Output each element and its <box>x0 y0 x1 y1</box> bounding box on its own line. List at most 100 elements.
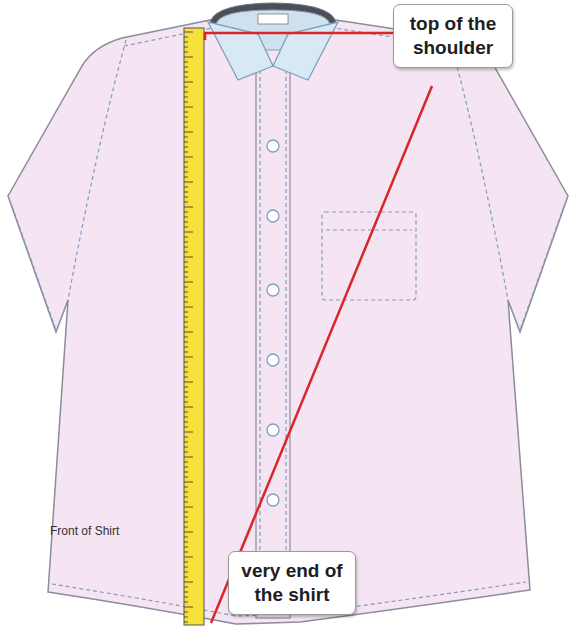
tape-tick <box>184 97 188 98</box>
tape-tick <box>184 37 188 38</box>
tape-tick <box>184 272 188 273</box>
pocket <box>322 212 416 300</box>
tape-tick <box>184 102 188 103</box>
tape-tick <box>184 302 188 303</box>
pocket-seam <box>326 229 412 230</box>
tape-tick <box>184 482 193 483</box>
tape-tick <box>184 367 188 368</box>
callout-box: top of the shoulder <box>393 4 513 68</box>
tape-tick <box>184 507 193 508</box>
tape-tick <box>184 447 188 448</box>
shirt-side-label: Front of Shirt <box>50 524 119 538</box>
tape-tick <box>184 32 193 33</box>
tape-tick <box>184 612 188 613</box>
tape-tick <box>184 52 188 53</box>
tape-tick <box>184 137 188 138</box>
tape-tick <box>184 117 188 118</box>
tape-tick <box>184 267 188 268</box>
sleeve-edge <box>520 206 564 330</box>
tape-tick <box>184 132 193 133</box>
tape-tick <box>184 42 188 43</box>
tape-tick <box>184 67 188 68</box>
tape-tick <box>184 177 188 178</box>
tape-tick <box>184 127 188 128</box>
tape-tick <box>184 287 188 288</box>
tape-tick <box>184 242 188 243</box>
collar-leaf <box>273 22 338 80</box>
tape-tick <box>184 557 193 558</box>
tape-tick <box>184 202 188 203</box>
tape-tick <box>184 247 188 248</box>
tape-tick <box>184 527 188 528</box>
tape-tick <box>184 537 188 538</box>
tape-tick <box>184 617 188 618</box>
tape-tick <box>184 352 188 353</box>
tape-tick <box>184 402 188 403</box>
tape-tick <box>184 427 188 428</box>
tape-tick <box>184 372 188 373</box>
callout-text: very end of the shirt <box>237 559 347 607</box>
tape-tick <box>184 512 188 513</box>
tape-tick <box>184 467 188 468</box>
placket-seam <box>259 70 260 614</box>
shirt-body <box>8 20 568 624</box>
tape-tick <box>184 282 193 283</box>
tape-tick <box>184 317 188 318</box>
tape-tick <box>184 472 188 473</box>
tape-tick <box>184 322 188 323</box>
tape-tick <box>184 197 188 198</box>
tape-tick <box>184 217 188 218</box>
tape-tick <box>184 377 188 378</box>
tape-tick <box>184 312 188 313</box>
tape-tick <box>184 47 188 48</box>
placket <box>256 66 290 618</box>
tape-tick <box>184 252 188 253</box>
tape-ticks <box>184 32 193 622</box>
tape-tick <box>184 342 188 343</box>
tape-tick <box>184 167 188 168</box>
tape-tick <box>184 77 188 78</box>
placket-seam <box>285 70 286 614</box>
tape-tick <box>184 62 188 63</box>
tape-tick <box>184 92 188 93</box>
tape-tick <box>184 187 188 188</box>
tape-tick <box>184 327 188 328</box>
tape-tick <box>184 172 188 173</box>
tape-tick <box>184 207 193 208</box>
tape-tick <box>184 547 188 548</box>
tape-tick <box>184 292 188 293</box>
tape-tick <box>184 497 188 498</box>
tape-tick <box>184 397 188 398</box>
tape-tick <box>184 362 188 363</box>
tape-tick <box>184 487 188 488</box>
tape-tick <box>184 222 188 223</box>
tape-tick <box>184 567 188 568</box>
tape-measure <box>184 28 204 625</box>
tape-tick <box>184 462 188 463</box>
tape-tick <box>184 182 193 183</box>
tape-tick <box>184 597 188 598</box>
tape-tick <box>184 502 188 503</box>
tape-tick <box>184 112 188 113</box>
tape-tick <box>184 582 193 583</box>
tape-tick <box>184 587 188 588</box>
tape-tick <box>184 532 193 533</box>
collar-tag <box>258 14 288 24</box>
tape-tick <box>184 417 188 418</box>
tape-tick <box>184 552 188 553</box>
tape-tick <box>184 72 188 73</box>
tape-tick <box>184 422 188 423</box>
leader-line <box>205 33 396 40</box>
tape-tick <box>184 297 188 298</box>
tape-tick <box>184 87 188 88</box>
tape-tick <box>184 457 193 458</box>
collar-leaf <box>208 22 273 80</box>
tape-tick <box>184 212 188 213</box>
tape-tick <box>184 602 188 603</box>
leader-line <box>211 86 432 623</box>
tape-tick <box>184 237 188 238</box>
tape-tick <box>184 607 193 608</box>
tape-tick <box>184 407 193 408</box>
tape-tick <box>184 122 188 123</box>
